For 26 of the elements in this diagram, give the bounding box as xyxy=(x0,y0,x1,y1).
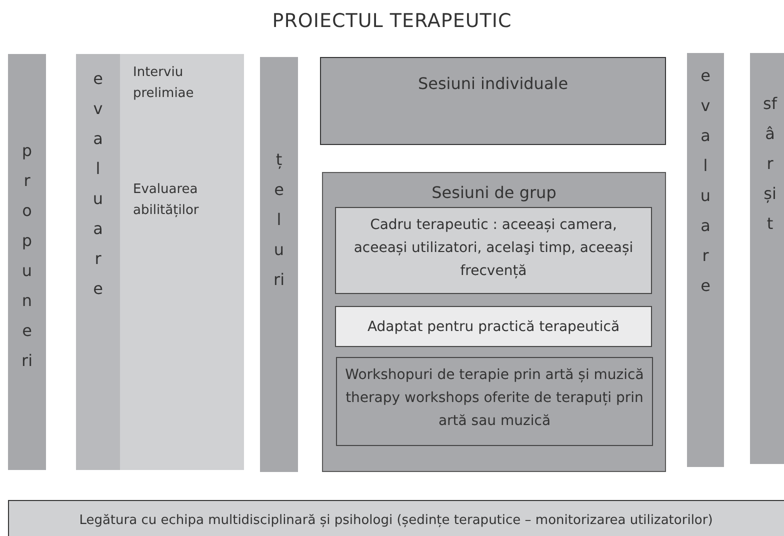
panel-text: Interviu prelimiae xyxy=(133,64,195,103)
box-heading: Sesiuni individuale xyxy=(416,73,570,95)
vertical-label: sfârșit xyxy=(763,93,777,235)
box-text: Cadru terapeutic : aceeași camera, aceeași utilizatori, acelaşi timp, aceeași frecvență xyxy=(352,216,634,281)
vertical-bar xyxy=(260,57,298,472)
box-text: Legătura cu echipa multidisciplinară și psihologi (ședințe teraputice – monitorizarea utilizatorilor) xyxy=(78,512,714,530)
process-box xyxy=(335,207,652,294)
info-bar xyxy=(8,500,784,536)
title: PROIECTUL TERAPEUTIC xyxy=(271,10,513,32)
vertical-bar xyxy=(76,54,120,470)
vertical-label: țeluri xyxy=(272,149,286,291)
group-box xyxy=(322,172,666,472)
vertical-bar xyxy=(687,53,724,467)
panel-text: Evaluarea abilităților xyxy=(133,181,200,220)
vertical-bar xyxy=(750,53,784,464)
panel xyxy=(76,54,244,470)
process-box xyxy=(335,306,652,347)
box-text: Workshopuri de terapie prin artă și muzică therapy workshops oferite de terapuți prin artă sau muzică xyxy=(345,366,644,431)
vertical-bar xyxy=(8,54,46,470)
session-box xyxy=(320,57,666,145)
process-box xyxy=(336,357,653,446)
box-heading: Sesiuni de grup xyxy=(430,182,558,204)
box-text: Adaptat pentru practică terapeutică xyxy=(366,318,621,337)
vertical-label: evaluare xyxy=(699,65,712,297)
vertical-label: propuneri xyxy=(20,140,34,372)
vertical-label: evaluare xyxy=(92,68,104,300)
